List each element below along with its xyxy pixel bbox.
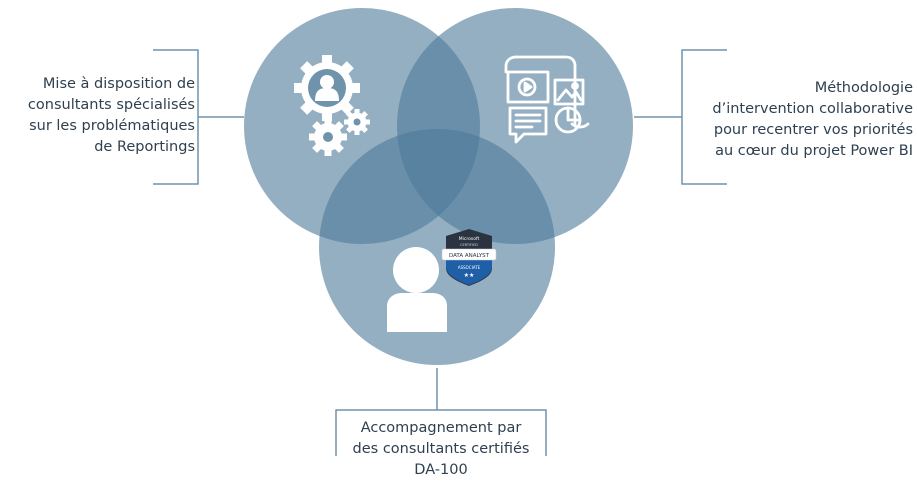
badge-subtitle: CERTIFIED bbox=[460, 243, 478, 247]
certification-badge: Microsoft CERTIFIED DATA ANALYST ASSOCIA… bbox=[441, 229, 497, 286]
label-left-line: consultants spécialisés bbox=[27, 97, 195, 113]
gears-with-person-icon bbox=[294, 55, 370, 156]
label-left: Mise à disposition de consultants spécia… bbox=[0, 74, 195, 158]
label-left-line: Mise à disposition de bbox=[42, 76, 195, 92]
label-left-line: sur les problématiques bbox=[29, 118, 195, 134]
venn-circle-bottom bbox=[319, 129, 555, 365]
label-bottom-line: DA-100 bbox=[414, 462, 468, 478]
left-bracket bbox=[153, 49, 244, 185]
label-left-line: de Reportings bbox=[94, 139, 195, 155]
right-bracket bbox=[634, 49, 727, 185]
bottom-bracket bbox=[335, 368, 547, 456]
label-bottom-line: Accompagnement par bbox=[360, 420, 522, 436]
badge-brand: Microsoft bbox=[459, 236, 480, 242]
label-right-line: au cœur du projet Power BI bbox=[715, 143, 913, 159]
label-right: Méthodologie d’intervention collaborativ… bbox=[688, 78, 913, 162]
badge-level: ASSOCIATE bbox=[458, 265, 481, 270]
report-documents-icon bbox=[504, 55, 590, 144]
label-right-line: Méthodologie bbox=[814, 80, 913, 96]
label-bottom-line: des consultants certifiés bbox=[352, 441, 530, 457]
label-right-line: d’intervention collaborative bbox=[712, 101, 913, 117]
badge-stars: ★★ bbox=[464, 272, 475, 279]
badge-title: DATA ANALYST bbox=[449, 253, 490, 259]
person-icon bbox=[387, 247, 447, 332]
label-bottom: Accompagnement par des consultants certi… bbox=[330, 418, 552, 481]
label-right-line: pour recentrer vos priorités bbox=[713, 122, 913, 138]
